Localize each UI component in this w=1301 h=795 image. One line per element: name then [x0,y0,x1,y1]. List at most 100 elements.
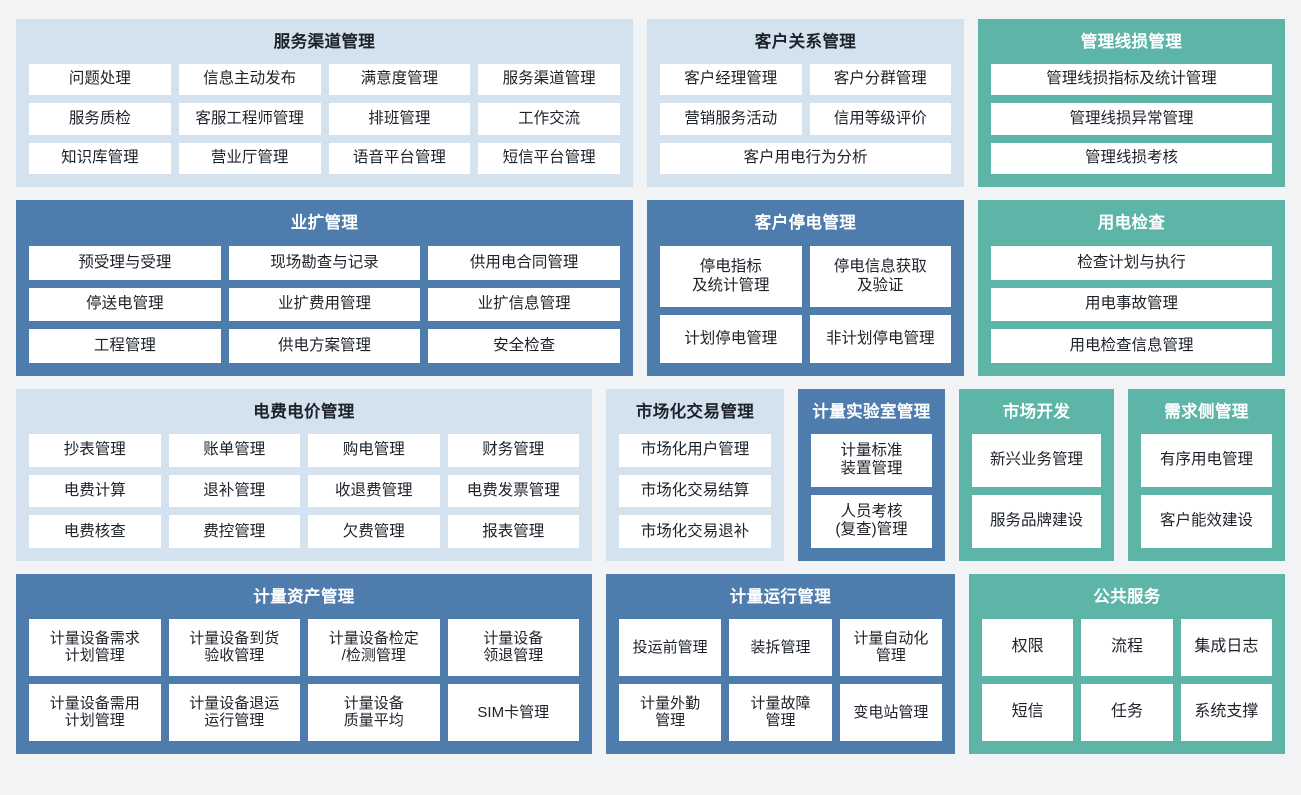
tile-sms[interactable]: 短信 [982,683,1074,741]
tile-report-management[interactable]: 报表管理 [447,515,579,548]
tile-problem-handling[interactable]: 问题处理 [29,63,171,96]
tile-expansion-fee-management[interactable]: 业扩费用管理 [228,287,421,322]
tile-workflow[interactable]: 流程 [1081,618,1173,676]
tile-pre-acceptance-and-acceptance[interactable]: 预受理与受理 [29,245,221,280]
panel-metering-laboratory-management[interactable]: 计量实验室管理 计量标准 装置管理 人员考核 (复查)管理 [798,389,945,561]
panel-metering-operation-management[interactable]: 计量运行管理 投运前管理 装拆管理 计量自动化 管理 计量外勤 管理 计量故障 … [606,574,955,754]
tile-metering-device-requirement-plan-management[interactable]: 计量设备需用 计划管理 [29,683,161,741]
tile-line-loss-indicator-statistics-management[interactable]: 管理线损指标及统计管理 [991,63,1272,96]
tile-site-survey-and-record[interactable]: 现场勘查与记录 [228,245,421,280]
tile-line-loss-exception-management[interactable]: 管理线损异常管理 [991,103,1272,135]
tile-task[interactable]: 任务 [1081,683,1173,741]
tile-planned-outage-management[interactable]: 计划停电管理 [660,315,802,363]
tile-metering-device-demand-plan-management[interactable]: 计量设备需求 计划管理 [29,618,161,676]
tile-financial-management[interactable]: 财务管理 [447,433,579,467]
tile-business-hall-management[interactable]: 营业厅管理 [178,142,321,174]
tile-info-proactive-release[interactable]: 信息主动发布 [178,63,321,96]
panel-public-service[interactable]: 公共服务 权限 流程 集成日志 短信 任务 系统支撑 [969,574,1285,754]
tile-metering-field-work-management[interactable]: 计量外勤 管理 [619,683,722,741]
tile-sim-card-management[interactable]: SIM卡管理 [447,683,579,741]
tile-engineering-management[interactable]: 工程管理 [29,329,221,363]
tile-emerging-business-management[interactable]: 新兴业务管理 [972,433,1101,487]
tile-shift-scheduling-management[interactable]: 排班管理 [328,103,471,135]
tile-electricity-invoice-management[interactable]: 电费发票管理 [447,474,579,508]
tile-unplanned-outage-management[interactable]: 非计划停电管理 [809,315,951,363]
panel-customer-relationship-management[interactable]: 客户关系管理 客户经理管理 客户分群管理 营销服务活动 信用等级评价 客户用电行… [647,19,964,187]
panel-market-development[interactable]: 市场开发 新兴业务管理 服务品牌建设 [959,389,1114,561]
tile-metering-automation-management[interactable]: 计量自动化 管理 [839,618,942,676]
tile-pre-commissioning-management[interactable]: 投运前管理 [619,618,722,676]
tile-arrears-management[interactable]: 欠费管理 [308,515,440,548]
tile-system-support[interactable]: 系统支撑 [1180,683,1272,741]
band-row-1: 服务渠道管理 问题处理 信息主动发布 满意度管理 服务渠道管理 服务质检 客服工… [16,19,1285,187]
tile-marketing-service-activity[interactable]: 营销服务活动 [660,103,802,135]
tile-account-manager-management[interactable]: 客户经理管理 [660,63,802,96]
tile-credit-rating-evaluation[interactable]: 信用等级评价 [809,103,951,135]
tile-metering-device-issue-return-management[interactable]: 计量设备 领退管理 [447,618,579,676]
tile-grid: 客户经理管理 客户分群管理 营销服务活动 信用等级评价 客户用电行为分析 [660,63,951,174]
tile-personnel-assessment-review-management[interactable]: 人员考核 (复查)管理 [811,494,932,548]
tile-grid: 市场化用户管理 市场化交易结算 市场化交易退补 [619,433,771,548]
panel-business-expansion-management[interactable]: 业扩管理 预受理与受理 现场勘查与记录 供用电合同管理 停送电管理 业扩费用管理… [16,200,633,376]
tile-orderly-power-usage-management[interactable]: 有序用电管理 [1141,433,1272,487]
tile-service-channel-management[interactable]: 服务渠道管理 [478,63,620,96]
tile-voice-platform-management[interactable]: 语音平台管理 [328,142,471,174]
panel-market-trading-management[interactable]: 市场化交易管理 市场化用户管理 市场化交易结算 市场化交易退补 [606,389,784,561]
tile-metering-device-arrival-acceptance-management[interactable]: 计量设备到货 验收管理 [168,618,300,676]
tile-power-supply-scheme-management[interactable]: 供电方案管理 [228,329,421,363]
panel-demand-side-management[interactable]: 需求侧管理 有序用电管理 客户能效建设 [1128,389,1285,561]
tile-power-purchase-management[interactable]: 购电管理 [308,433,440,467]
tile-market-trading-refund[interactable]: 市场化交易退补 [619,515,771,548]
tile-grid: 问题处理 信息主动发布 满意度管理 服务渠道管理 服务质检 客服工程师管理 排班… [29,63,620,174]
tile-permission[interactable]: 权限 [982,618,1074,676]
tile-electricity-inspection-info-management[interactable]: 用电检查信息管理 [991,329,1272,363]
tile-market-trading-settlement[interactable]: 市场化交易结算 [619,474,771,508]
tile-metering-device-quality-average[interactable]: 计量设备 质量平均 [308,683,440,741]
tile-customer-energy-efficiency-building[interactable]: 客户能效建设 [1141,494,1272,548]
panel-management-line-loss[interactable]: 管理线损管理 管理线损指标及统计管理 管理线损异常管理 管理线损考核 [978,19,1285,187]
panel-service-channel-management[interactable]: 服务渠道管理 问题处理 信息主动发布 满意度管理 服务渠道管理 服务质检 客服工… [16,19,633,187]
tile-safety-inspection[interactable]: 安全检查 [428,329,620,363]
tile-refund-supplement-management[interactable]: 退补管理 [168,474,300,508]
tile-customer-segmentation-management[interactable]: 客户分群管理 [809,63,951,96]
panel-title: 电费电价管理 [253,403,355,421]
tile-grid: 抄表管理 账单管理 购电管理 财务管理 电费计算 退补管理 收退费管理 电费发票… [29,433,579,548]
panel-electricity-inspection[interactable]: 用电检查 检查计划与执行 用电事故管理 用电检查信息管理 [978,200,1285,376]
tile-power-supply-contract-management[interactable]: 供用电合同管理 [428,245,620,280]
tile-grid: 权限 流程 集成日志 短信 任务 系统支撑 [982,618,1272,741]
tile-power-outage-restore-management[interactable]: 停送电管理 [29,287,221,322]
tile-metering-standard-device-management[interactable]: 计量标准 装置管理 [811,433,932,487]
tile-meter-reading-management[interactable]: 抄表管理 [29,433,161,467]
tile-integration-log[interactable]: 集成日志 [1180,618,1272,676]
tile-customer-power-usage-behavior-analysis[interactable]: 客户用电行为分析 [660,142,951,174]
tile-grid: 预受理与受理 现场勘查与记录 供用电合同管理 停送电管理 业扩费用管理 业扩信息… [29,245,620,363]
tile-metering-device-decommission-operation-management[interactable]: 计量设备退运 运行管理 [168,683,300,741]
tile-work-exchange[interactable]: 工作交流 [478,103,620,135]
tile-electricity-accident-management[interactable]: 用电事故管理 [991,287,1272,322]
tile-installation-removal-management[interactable]: 装拆管理 [729,618,832,676]
panel-customer-outage-management[interactable]: 客户停电管理 停电指标 及统计管理 停电信息获取 及验证 计划停电管理 非计划停… [647,200,964,376]
tile-line-loss-assessment[interactable]: 管理线损考核 [991,142,1272,174]
tile-market-user-management[interactable]: 市场化用户管理 [619,433,771,467]
panel-metering-asset-management[interactable]: 计量资产管理 计量设备需求 计划管理 计量设备到货 验收管理 计量设备检定 /检… [16,574,592,754]
tile-outage-indicator-statistics-management[interactable]: 停电指标 及统计管理 [660,245,802,308]
panel-electricity-fee-price-management[interactable]: 电费电价管理 抄表管理 账单管理 购电管理 财务管理 电费计算 退补管理 收退费… [16,389,592,561]
tile-fee-control-management[interactable]: 费控管理 [168,515,300,548]
tile-expansion-info-management[interactable]: 业扩信息管理 [428,287,620,322]
tile-inspection-plan-and-execution[interactable]: 检查计划与执行 [991,245,1272,280]
tile-customer-service-engineer-management[interactable]: 客服工程师管理 [178,103,321,135]
tile-satisfaction-management[interactable]: 满意度管理 [328,63,471,96]
tile-electricity-fee-calculation[interactable]: 电费计算 [29,474,161,508]
tile-outage-info-acquisition-verification[interactable]: 停电信息获取 及验证 [809,245,951,308]
tile-metering-device-verification-testing-management[interactable]: 计量设备检定 /检测管理 [308,618,440,676]
tile-service-quality-inspection[interactable]: 服务质检 [29,103,171,135]
tile-service-brand-building[interactable]: 服务品牌建设 [972,494,1101,548]
tile-sms-platform-management[interactable]: 短信平台管理 [478,142,620,174]
tile-knowledge-base-management[interactable]: 知识库管理 [29,142,171,174]
tile-electricity-fee-verification[interactable]: 电费核查 [29,515,161,548]
panel-title: 市场开发 [1002,403,1071,421]
tile-metering-fault-management[interactable]: 计量故障 管理 [729,683,832,741]
tile-collection-refund-management[interactable]: 收退费管理 [308,474,440,508]
tile-bill-management[interactable]: 账单管理 [168,433,300,467]
tile-substation-management[interactable]: 变电站管理 [839,683,942,741]
